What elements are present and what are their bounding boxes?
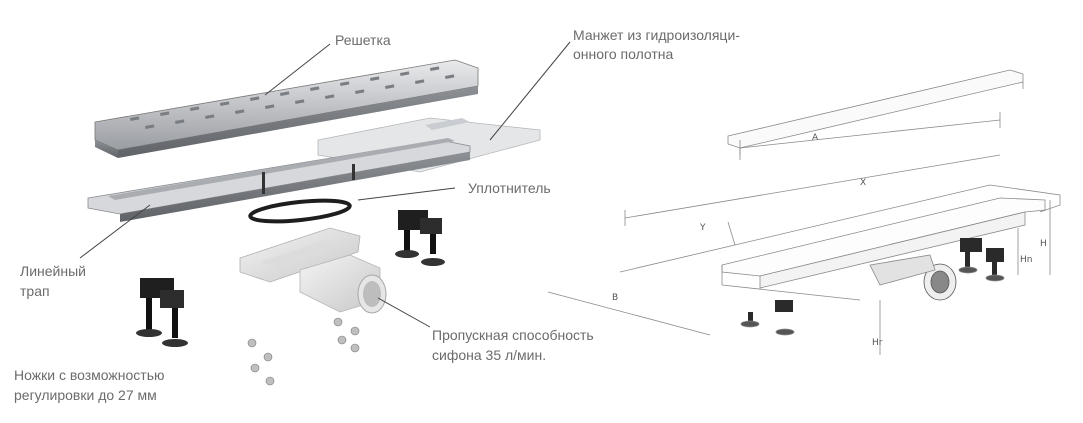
adjustable-foot-right xyxy=(395,210,445,266)
label-cuff-line2: онного полотна xyxy=(573,46,674,62)
siphon-part xyxy=(239,227,387,314)
label-seal: Уплотнитель xyxy=(468,180,551,196)
grate-part xyxy=(94,59,479,158)
dim-h: H xyxy=(1040,239,1047,249)
fasteners xyxy=(247,317,360,386)
seal-part xyxy=(248,198,352,224)
adjustable-foot-left xyxy=(136,278,188,347)
label-feet-line2: регулировки до 27 мм xyxy=(14,387,157,403)
label-feet-line1: Ножки с возможностью xyxy=(14,367,165,383)
dim-x: X xyxy=(860,178,866,188)
label-cuff-line1: Манжет из гидроизоляци- xyxy=(573,27,740,43)
dim-hr: Hr xyxy=(872,338,883,348)
dim-hn: Hn xyxy=(1020,255,1032,265)
label-drain-line2: трап xyxy=(20,283,50,299)
technical-drawing xyxy=(547,69,1061,355)
dim-b: B xyxy=(612,293,618,303)
dim-y: Y xyxy=(699,223,706,233)
dim-a: A xyxy=(812,133,819,143)
linear-drain-part xyxy=(87,138,471,222)
label-drain-line1: Линейный xyxy=(20,263,86,279)
leader-lines xyxy=(79,41,571,328)
label-siphon-line2: сифона 35 л/мин. xyxy=(432,347,547,363)
label-siphon-line1: Пропускная способность xyxy=(432,327,594,343)
label-grate: Решетка xyxy=(335,32,391,48)
